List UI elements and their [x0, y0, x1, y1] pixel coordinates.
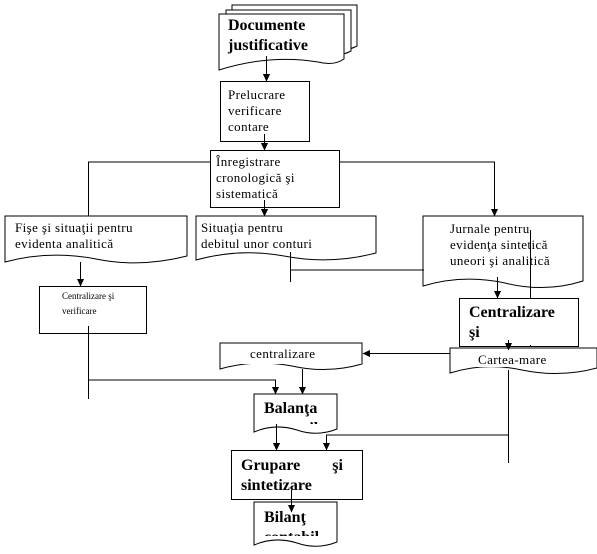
inregistrare-node: Înregistrare cronologică şi sistematică: [211, 151, 339, 207]
fise-node: Fişe şi situaţii pentru evidenta analiti…: [6, 217, 186, 253]
connector-inregistrare-jurnale: [339, 161, 498, 217]
connector-cartea-grupare: [323, 434, 509, 451]
cartea-mare-label: Cartea-mare: [478, 352, 547, 367]
balanta-label: Balanţa conturil: [264, 400, 318, 424]
bilant-node: Bilanţ contabil: [255, 503, 336, 536]
documente-label: Documente justificative: [228, 17, 308, 54]
jurnale-node: Jurnale pentru evidenţa sintetică uneori…: [424, 217, 582, 277]
centralizare-si-label: Centralizare şi: [469, 304, 555, 341]
centralizare-si-node: Centralizare şi: [460, 299, 578, 345]
grupare-node: Grupare şi sintetizare: [232, 451, 362, 499]
centralizare-node: centralizare: [221, 344, 361, 364]
balanta-node: Balanţa conturil: [255, 395, 336, 424]
connector-inregistrare-fise: [88, 161, 210, 216]
fise-label: Fişe şi situaţii pentru evidenta analiti…: [15, 220, 133, 251]
centralizare-verificare-node: Centralizare şi verificare: [40, 287, 146, 333]
cartea-mare-node: Cartea-mare: [451, 349, 596, 367]
prelucrare-label: Prelucrare verificare contare: [228, 87, 286, 134]
inregistrare-label: Înregistrare cronologică şi sistematică: [216, 154, 295, 201]
bilant-label: Bilanţ contabil: [264, 509, 319, 536]
connector-analitic-balanta: [88, 333, 279, 395]
situatia-debit-node: Situaţia pentru debitul unor conturi: [197, 217, 375, 251]
grupare-label: Grupare şi sintetizare: [241, 457, 343, 494]
jurnale-label: Jurnale pentru evidenţa sintetică uneori…: [450, 221, 551, 268]
situatia-debit-label: Situaţia pentru debitul unor conturi: [201, 220, 313, 251]
documente-node: Documente justificative: [222, 16, 342, 56]
centralizare-label: centralizare: [250, 346, 316, 361]
prelucrare-node: Prelucrare verificare contare: [221, 82, 309, 140]
centralizare-verificare-label: Centralizare şi verificare: [62, 291, 115, 316]
